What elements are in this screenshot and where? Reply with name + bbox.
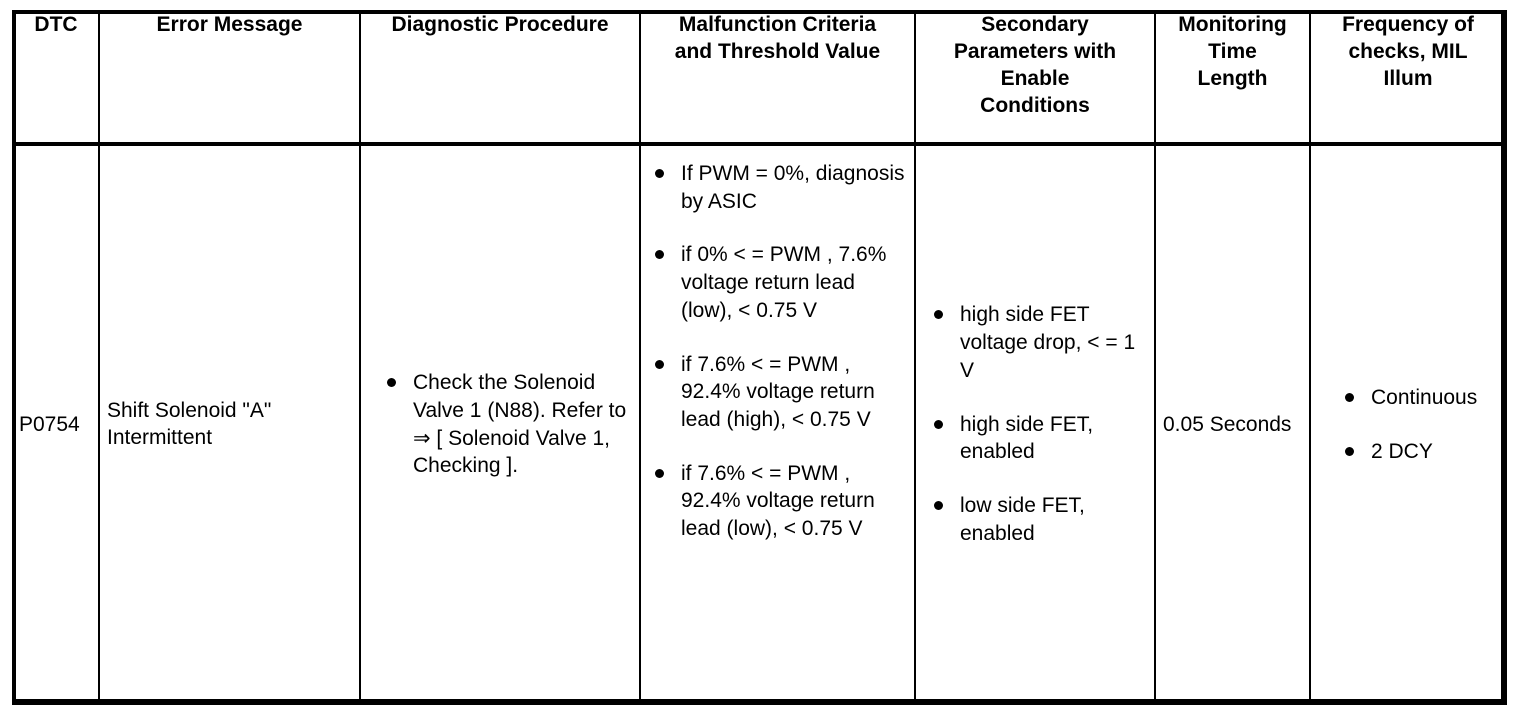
frequency-of-checks-list: Continuous 2 DCY	[1337, 384, 1499, 465]
list-item: high side FET voltage drop, < = 1 V	[926, 301, 1148, 384]
list-item-text: if 0% < = PWM , 7.6% voltage return lead…	[681, 243, 887, 322]
cell-frequency-inner: Continuous 2 DCY	[1311, 146, 1505, 703]
column-header-secondary-parameters-line1: Secondary	[981, 13, 1089, 36]
list-item-text: high side FET voltage drop, < = 1 V	[960, 303, 1136, 382]
error-message-value: Shift Solenoid "A" Intermittent	[107, 398, 272, 449]
list-item: high side FET, enabled	[926, 411, 1148, 466]
list-item-text: Check the Solenoid Valve 1 (N88). Refer …	[413, 371, 627, 478]
column-header-frequency-line3: Illum	[1383, 66, 1433, 90]
list-item: if 7.6% < = PWM , 92.4% voltage return l…	[647, 460, 906, 543]
column-header-malfunction-criteria-line1: Malfunction Criteria	[678, 13, 877, 36]
column-header-dtc-label: DTC	[34, 13, 78, 36]
bullet-icon	[934, 501, 943, 511]
cell-dtc-inner: P0754	[14, 146, 98, 703]
dtc-diagnostic-table: DTC Error Message Diagnostic Procedure M…	[12, 10, 1507, 705]
column-header-secondary-parameters-line2: Parameters with	[953, 39, 1117, 63]
column-header-secondary-parameters: Secondary Parameters with Enable Conditi…	[914, 10, 1156, 146]
column-header-diagnostic-procedure-label: Diagnostic Procedure	[391, 13, 609, 36]
column-header-dtc: DTC	[12, 10, 100, 146]
column-header-frequency-line1: Frequency of	[1342, 13, 1474, 36]
diagnostic-procedure-list: Check the Solenoid Valve 1 (N88). Refer …	[379, 369, 631, 480]
bullet-icon	[1345, 392, 1354, 402]
column-header-error-message-label: Error Message	[156, 13, 303, 36]
bullet-icon	[655, 468, 664, 478]
column-header-malfunction-criteria-line2: and Threshold Value	[674, 39, 881, 63]
list-item: If PWM = 0%, diagnosis by ASIC	[647, 160, 906, 215]
list-item: Check the Solenoid Valve 1 (N88). Refer …	[379, 369, 631, 480]
list-item-text: Continuous	[1371, 385, 1478, 409]
table-header: DTC Error Message Diagnostic Procedure M…	[12, 10, 1507, 146]
bullet-icon	[655, 359, 664, 369]
cell-malfunction-criteria: If PWM = 0%, diagnosis by ASIC if 0% < =…	[639, 144, 916, 705]
dtc-code-value: P0754	[19, 412, 80, 436]
list-item-text: 2 DCY	[1371, 439, 1433, 463]
cell-monitoring-time-inner: 0.05 Seconds	[1156, 146, 1309, 703]
column-header-secondary-parameters-line3: Enable	[1000, 66, 1070, 90]
bullet-icon	[387, 378, 396, 388]
table-row: P0754 Shift Solenoid "A" Intermittent Ch…	[12, 144, 1507, 705]
cell-dtc: P0754	[12, 144, 100, 705]
cell-monitoring-time-length: 0.05 Seconds	[1154, 144, 1311, 705]
header-row: DTC Error Message Diagnostic Procedure M…	[12, 10, 1507, 146]
list-item-text: if 7.6% < = PWM , 92.4% voltage return l…	[681, 352, 875, 432]
column-header-monitoring-time-line3: Length	[1197, 66, 1268, 90]
list-item: if 7.6% < = PWM , 92.4% voltage return l…	[647, 351, 906, 434]
column-header-monitoring-time-length: Monitoring Time Length	[1154, 10, 1311, 146]
bullet-icon	[1345, 446, 1354, 456]
column-header-frequency-line2: checks, MIL	[1348, 39, 1468, 63]
cell-secondary-parameters-inner: high side FET voltage drop, < = 1 V high…	[916, 146, 1154, 703]
column-header-monitoring-time-line1: Monitoring	[1178, 13, 1287, 36]
monitoring-time-value: 0.05 Seconds	[1163, 412, 1292, 436]
cell-diagnostic-procedure-inner: Check the Solenoid Valve 1 (N88). Refer …	[361, 146, 639, 703]
list-item-text: low side FET, enabled	[960, 494, 1085, 545]
cell-diagnostic-procedure: Check the Solenoid Valve 1 (N88). Refer …	[359, 144, 641, 705]
cell-frequency-of-checks: Continuous 2 DCY	[1309, 144, 1507, 705]
malfunction-criteria-list: If PWM = 0%, diagnosis by ASIC if 0% < =…	[647, 160, 906, 543]
list-item: 2 DCY	[1337, 438, 1499, 466]
list-item: low side FET, enabled	[926, 492, 1148, 547]
bullet-icon	[934, 310, 943, 320]
bullet-icon	[934, 419, 943, 429]
bullet-icon	[655, 250, 664, 260]
list-item-text: if 7.6% < = PWM , 92.4% voltage return l…	[681, 461, 875, 541]
column-header-error-message: Error Message	[98, 10, 361, 146]
cell-malfunction-criteria-inner: If PWM = 0%, diagnosis by ASIC if 0% < =…	[641, 146, 914, 551]
list-item-text: high side FET, enabled	[960, 412, 1094, 464]
column-header-monitoring-time-line2: Time	[1208, 39, 1257, 63]
cell-secondary-parameters: high side FET voltage drop, < = 1 V high…	[914, 144, 1156, 705]
secondary-parameters-list: high side FET voltage drop, < = 1 V high…	[926, 301, 1148, 547]
column-header-diagnostic-procedure: Diagnostic Procedure	[359, 10, 641, 146]
cell-error-message: Shift Solenoid "A" Intermittent	[98, 144, 361, 705]
column-header-secondary-parameters-line4: Conditions	[980, 93, 1090, 117]
table-body: P0754 Shift Solenoid "A" Intermittent Ch…	[12, 144, 1507, 705]
list-item-text: If PWM = 0%, diagnosis by ASIC	[681, 162, 905, 213]
bullet-icon	[655, 169, 664, 178]
column-header-malfunction-criteria: Malfunction Criteria and Threshold Value	[639, 10, 916, 146]
list-item: if 0% < = PWM , 7.6% voltage return lead…	[647, 241, 906, 324]
list-item: Continuous	[1337, 384, 1499, 412]
cell-error-message-inner: Shift Solenoid "A" Intermittent	[100, 146, 359, 703]
column-header-frequency-of-checks: Frequency of checks, MIL Illum	[1309, 10, 1507, 146]
